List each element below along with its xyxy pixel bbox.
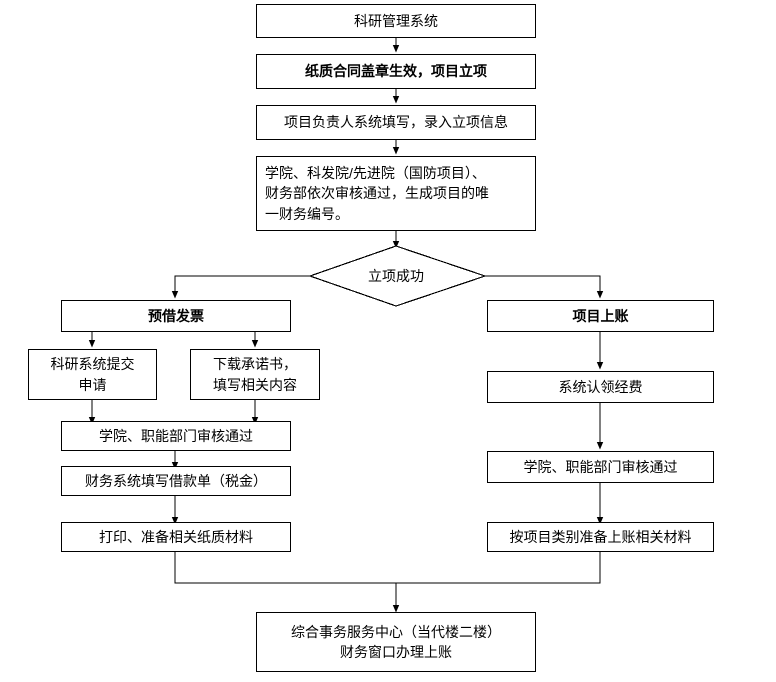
node-submit-application-in-system[interactable]: 科研系统提交 申请 (28, 349, 157, 400)
node-label: 纸质合同盖章生效，项目立项 (305, 63, 487, 80)
node-label: 综合事务服务中心（当代楼二楼） 财务窗口办理上账 (291, 623, 501, 660)
node-label: 项目上账 (572, 307, 629, 324)
node-research-management-system[interactable]: 科研管理系统 (256, 4, 536, 38)
node-download-commitment-letter[interactable]: 下载承诺书， 填写相关内容 (190, 349, 320, 400)
node-label: 财务系统填写借款单（税金） (85, 472, 267, 489)
node-label: 学院、职能部门审核通过 (523, 458, 678, 475)
node-label: 科研系统提交 申请 (50, 356, 135, 393)
node-leader-fills-system-info[interactable]: 项目负责人系统填写，录入立项信息 (256, 105, 536, 140)
node-system-claim-funds[interactable]: 系统认领经费 (487, 371, 714, 403)
node-service-center-finance-window[interactable]: 综合事务服务中心（当代楼二楼） 财务窗口办理上账 (256, 612, 536, 672)
node-label: 下载承诺书， 填写相关内容 (213, 356, 297, 393)
node-prepay-invoice[interactable]: 预借发票 (61, 300, 291, 332)
connector-right-merge (396, 552, 601, 584)
node-label: 项目负责人系统填写，录入立项信息 (284, 114, 508, 131)
node-label: 打印、准备相关纸质材料 (99, 528, 253, 545)
node-label: 预借发票 (148, 307, 204, 324)
node-prepare-accounting-materials[interactable]: 按项目类别准备上账相关材料 (487, 522, 714, 552)
node-multi-department-review[interactable]: 学院、科发院/先进院（国防项目）、 财务部依次审核通过，生成项目的唯 一财务编号… (256, 156, 536, 231)
connector-decision-left (171, 275, 310, 299)
connector-decision-right (485, 275, 604, 299)
node-left-college-department-audit[interactable]: 学院、职能部门审核通过 (61, 421, 291, 451)
node-label: 学院、职能部门审核通过 (99, 427, 253, 444)
node-label: 系统认领经费 (558, 378, 643, 395)
connector-left-merge (174, 552, 396, 584)
node-label: 科研管理系统 (354, 12, 438, 29)
decision-diamond (308, 245, 487, 307)
node-contract-sealed-project-established[interactable]: 纸质合同盖章生效，项目立项 (256, 54, 536, 89)
node-label: 按项目类别准备上账相关材料 (509, 528, 692, 545)
node-label: 学院、科发院/先进院（国防项目）、 财务部依次审核通过，生成项目的唯 一财务编号… (265, 165, 489, 222)
node-project-accounting[interactable]: 项目上账 (487, 300, 714, 332)
node-print-prepare-paper-materials[interactable]: 打印、准备相关纸质材料 (61, 522, 291, 552)
node-right-college-department-audit[interactable]: 学院、职能部门审核通过 (487, 451, 714, 483)
node-fill-loan-form-tax[interactable]: 财务系统填写借款单（税金） (61, 466, 291, 496)
